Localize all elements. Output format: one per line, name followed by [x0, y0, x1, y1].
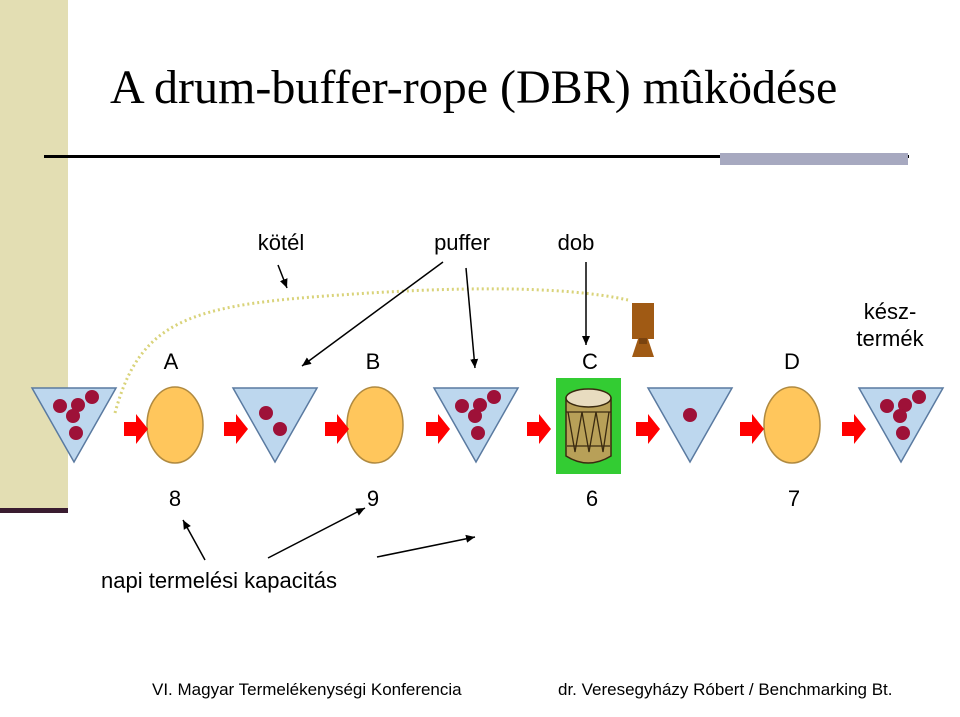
finished-goods-label-line1: kész-: [863, 299, 917, 324]
station-oval-2: [346, 386, 404, 464]
capacity-label: napi termelési kapacitás: [101, 568, 338, 593]
drum-icon: [556, 378, 621, 474]
wip-item: [912, 390, 926, 404]
finished-goods-label: kész- termék: [856, 298, 923, 352]
station-b-label: B: [365, 349, 381, 374]
wip-item: [898, 398, 912, 412]
wip-item: [683, 408, 697, 422]
buffer-pointer-arrow-2: [465, 267, 479, 369]
page-title: A drum-buffer-rope (DBR) mûködése: [110, 61, 838, 114]
flow-arrow: [636, 414, 660, 444]
wip-item: [471, 426, 485, 440]
rope-curve: [113, 287, 629, 414]
flow-arrow: [740, 414, 764, 444]
station-a-label: A: [163, 349, 179, 374]
footer-author: dr. Veresegyházy Róbert / Benchmarking B…: [558, 680, 893, 699]
flow-arrow: [426, 414, 450, 444]
wip-item: [259, 406, 273, 420]
wip-item: [896, 426, 910, 440]
station-oval-1: [146, 386, 204, 464]
wip-item: [893, 409, 907, 423]
wip-item: [455, 399, 469, 413]
buffer-triangle-5: [857, 387, 945, 464]
wip-item: [66, 409, 80, 423]
station-d-label: D: [784, 349, 800, 374]
flow-arrow: [325, 414, 349, 444]
footer-conference: VI. Magyar Termelékenységi Konferencia: [152, 680, 462, 699]
wip-item: [53, 399, 67, 413]
drum-label: dob: [557, 230, 595, 255]
capacity-pointer-arrow-3: [376, 534, 476, 558]
flow-arrow: [124, 414, 148, 444]
title-rule: [44, 155, 909, 158]
capacity-pointer-arrow-1: [182, 519, 206, 561]
title-rule-accent: [720, 150, 908, 165]
station-b-capacity: 9: [366, 486, 380, 511]
wip-item: [880, 399, 894, 413]
wip-item: [273, 422, 287, 436]
buffer-triangle-1: [30, 387, 118, 464]
wip-item: [85, 390, 99, 404]
flow-arrow: [527, 414, 551, 444]
capacity-pointer-arrow-2: [267, 507, 366, 559]
flow-arrow: [224, 414, 248, 444]
buffer-pointer-arrow-1: [301, 261, 444, 367]
wip-item: [473, 398, 487, 412]
station-a-capacity: 8: [168, 486, 182, 511]
buffer-triangle-3: [432, 387, 520, 464]
buffer-triangle-4: [646, 387, 734, 464]
wip-item: [487, 390, 501, 404]
flow-arrow: [842, 414, 866, 444]
wip-item: [71, 398, 85, 412]
rope-label: kötél: [257, 230, 305, 255]
wip-item: [468, 409, 482, 423]
rope-anchor-icon: [632, 303, 654, 357]
station-c-label: C: [582, 349, 598, 374]
wip-item: [69, 426, 83, 440]
finished-goods-label-line2: termék: [856, 326, 924, 351]
buffer-label: puffer: [434, 230, 490, 255]
rope-pointer-arrow: [277, 264, 288, 289]
station-d-capacity: 7: [787, 486, 801, 511]
station-c-capacity: 6: [585, 486, 599, 511]
station-oval-3: [763, 386, 821, 464]
sidebar-accent-bar: [0, 508, 68, 513]
